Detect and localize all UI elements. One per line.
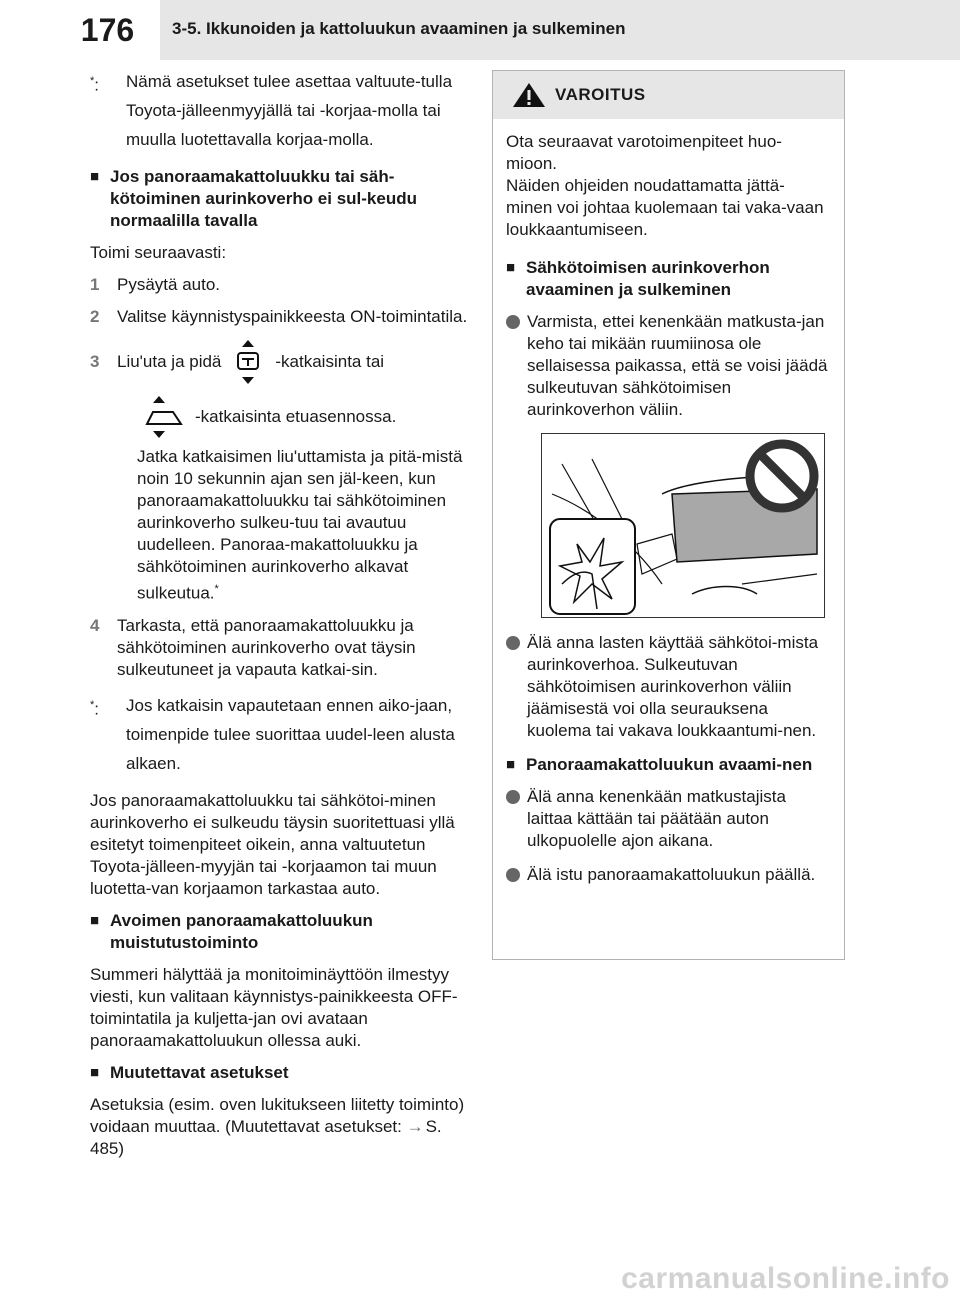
paragraph-reminder: Summeri hälyttää ja monitoiminäyttöön il… xyxy=(90,964,458,1050)
paragraph-settings: Asetuksia (esim. oven lukitukseen liitet… xyxy=(90,1094,465,1158)
warning-intro: Ota seuraavat varotoimenpiteet huo-mioon… xyxy=(506,132,824,239)
warning-bullet-4: Älä istu panoraamakattoluukun päällä. xyxy=(506,864,830,886)
footnote-2-text: Jos katkaisin vapautetaan ennen aiko-jaa… xyxy=(126,695,455,773)
warning-heading-sunshade: ■ Sähkötoimisen aurinkoverhon avaaminen … xyxy=(506,258,770,299)
square-bullet-icon: ■ xyxy=(506,756,516,773)
roof-switch-icon xyxy=(145,396,183,438)
bullet-dot-icon xyxy=(506,868,520,882)
warning-title: VAROITUS xyxy=(555,85,646,104)
page-number: 176 xyxy=(55,0,160,60)
paragraph-inspection: Jos panoraamakattoluukku tai sähkötoi-mi… xyxy=(90,790,455,898)
square-bullet-icon: ■ xyxy=(90,911,100,929)
step-3-continuation: Jatka katkaisimen liu'uttamista ja pitä-… xyxy=(137,447,463,603)
sunshade-switch-icon xyxy=(237,340,260,384)
hand-caught-illustration xyxy=(541,433,825,618)
header-bar xyxy=(55,0,960,60)
page-reference-link[interactable]: S. 485) xyxy=(90,1116,442,1158)
warning-bullet-3: Älä anna kenenkään matkustajista laittaa… xyxy=(506,786,830,852)
watermark: carmanualsonline.info xyxy=(621,1262,950,1295)
step-2: 2 Valitse käynnistyspainikkeesta ON-toim… xyxy=(90,307,468,326)
page-ref-arrow-icon: → xyxy=(406,1116,424,1136)
square-bullet-icon: ■ xyxy=(90,168,100,185)
warning-triangle-icon xyxy=(513,83,545,107)
footnote-2: *: Jos katkaisin vapautetaan ennen aiko-… xyxy=(90,691,475,778)
square-bullet-icon: ■ xyxy=(506,259,516,276)
left-column: *: Nämä asetukset tulee asettaa valtuute… xyxy=(90,67,475,1170)
footnote-1: *: Nämä asetukset tulee asettaa valtuute… xyxy=(90,67,475,154)
warning-bullet-1: Varmista, ettei kenenkään matkusta-jan k… xyxy=(506,311,830,421)
warning-bullet-2: Älä anna lasten käyttää sähkötoi-mista a… xyxy=(506,632,830,742)
warning-box: VAROITUS Ota seuraavat varotoimenpiteet … xyxy=(492,70,845,960)
warning-heading-moonroof: ■ Panoraamakattoluukun avaami-nen xyxy=(506,755,813,774)
step-3: 3 Liu'uta ja pidä -katkaisinta tai xyxy=(90,338,475,386)
bullet-dot-icon xyxy=(506,315,520,329)
heading-settings: ■ Muutettavat asetukset xyxy=(90,1062,289,1082)
step-1: 1 Pysäytä auto. xyxy=(90,275,221,294)
heading-reminder: ■ Avoimen panoraamakattoluukun muistutus… xyxy=(90,910,373,952)
step-3-line-2: -katkaisinta etuasennossa. xyxy=(90,394,475,440)
step-4: 4 Tarkasta, että panoraamakattoluukku ja… xyxy=(90,615,416,679)
square-bullet-icon: ■ xyxy=(90,1063,100,1081)
warning-header: VAROITUS xyxy=(493,71,844,119)
bullet-dot-icon xyxy=(506,636,520,650)
footnote-1-text: Nämä asetukset tulee asettaa valtuute-tu… xyxy=(126,72,453,149)
section-title: 3-5. Ikkunoiden ja kattoluukun avaaminen… xyxy=(172,19,626,38)
bullet-dot-icon xyxy=(506,790,520,804)
heading-not-closing: ■ Jos panoraamakattoluukku tai säh-kötoi… xyxy=(90,167,417,230)
sunshade-hazard-illustration xyxy=(549,439,819,615)
intro-text: Toimi seuraavasti: xyxy=(90,243,227,262)
